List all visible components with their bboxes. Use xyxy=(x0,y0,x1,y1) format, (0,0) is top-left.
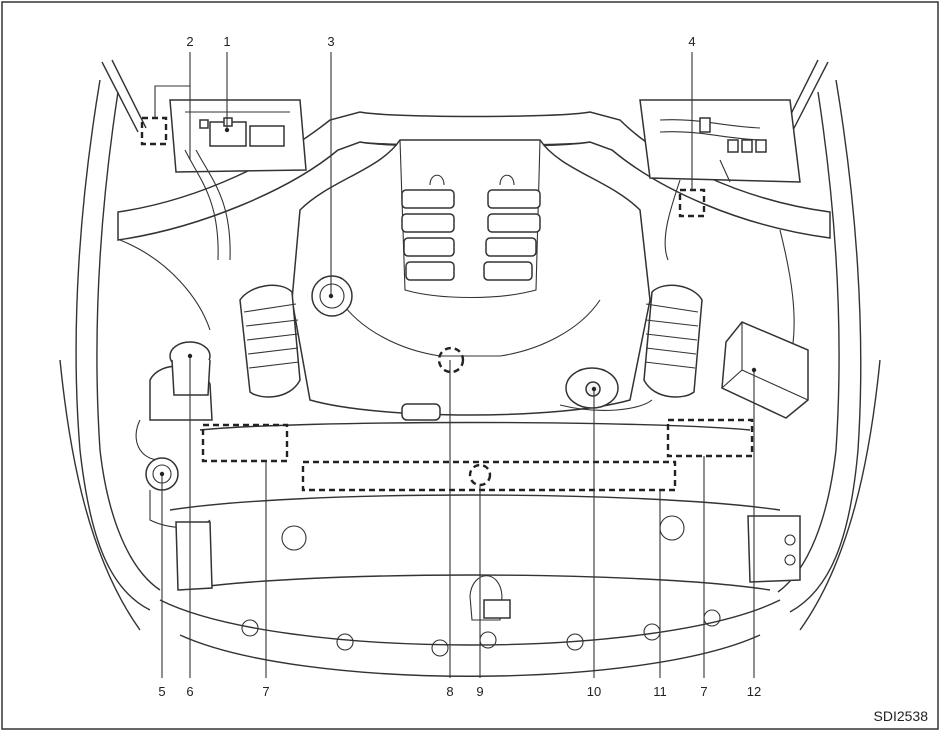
callout-7-right: 7 xyxy=(700,684,707,699)
left-reservoirs xyxy=(135,341,213,528)
callout-labels: 1 2 3 4 5 6 7 8 9 10 11 7 12 xyxy=(158,34,761,699)
callout-5: 5 xyxy=(158,684,165,699)
right-fuse-block xyxy=(721,321,809,419)
callout-10: 10 xyxy=(587,684,601,699)
body-outline xyxy=(59,79,881,677)
callout-6: 6 xyxy=(186,684,193,699)
callout-3: 3 xyxy=(327,34,334,49)
callout-9: 9 xyxy=(476,684,483,699)
callout-11: 11 xyxy=(653,684,667,699)
right-component-area xyxy=(639,99,801,361)
callout-1: 1 xyxy=(223,34,230,49)
leader-lines xyxy=(154,52,757,678)
left-component-area xyxy=(119,99,307,331)
intake-ducts xyxy=(239,284,703,398)
engine-cover xyxy=(291,139,653,421)
radiator-support xyxy=(169,421,801,657)
figure-code: SDI2538 xyxy=(874,708,929,724)
callout-7-left: 7 xyxy=(262,684,269,699)
callout-12: 12 xyxy=(747,684,761,699)
callout-4: 4 xyxy=(688,34,695,49)
callout-2: 2 xyxy=(186,34,193,49)
callout-8: 8 xyxy=(446,684,453,699)
